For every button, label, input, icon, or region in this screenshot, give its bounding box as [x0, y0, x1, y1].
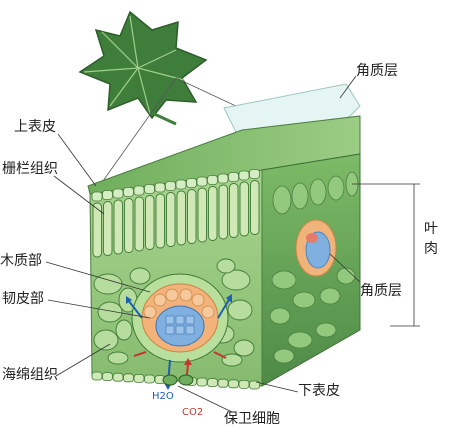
epidermis-cell: [217, 173, 229, 184]
epidermis-cell: [186, 178, 197, 188]
label-spongy: 海绵组织: [2, 367, 58, 383]
epidermis-cell: [196, 176, 208, 187]
cuticle-top-sheet: [223, 83, 361, 137]
label-palisade: 栅栏组织: [2, 161, 58, 177]
lower-epidermis-cell: [196, 377, 208, 387]
label-xylem: 木质部: [0, 253, 42, 269]
lower-epidermis-cell: [249, 380, 260, 390]
palisade-cell: [113, 199, 123, 255]
lower-epidermis-cells[interactable]: [91, 371, 260, 390]
palisade-cell: [218, 184, 228, 240]
palisade-cell: [166, 192, 176, 247]
epidermis-cell: [154, 182, 166, 193]
label-upper-epidermis: 上表皮: [14, 119, 56, 135]
lower-epidermis-cell: [102, 372, 113, 382]
palisade-cell: [145, 195, 155, 250]
palisade-cell: [197, 187, 207, 243]
leader-lines: [45, 75, 420, 413]
lower-epidermis-cell: [133, 373, 145, 383]
lower-epidermis-cell: [91, 371, 103, 381]
palisade-cell: [134, 196, 144, 252]
epidermis-cell: [165, 181, 176, 191]
epidermis-cell: [102, 190, 113, 200]
palisade-cell: [92, 202, 102, 258]
epidermis-cell: [112, 188, 124, 199]
lower-epidermis-cell: [123, 373, 134, 383]
label-water: H2O: [152, 391, 174, 402]
epidermis-cell: [228, 172, 239, 182]
upper-epidermis-cells[interactable]: [91, 169, 260, 202]
epidermis-cell: [207, 175, 218, 185]
epidermis-cell: [91, 191, 103, 202]
spongy-cells[interactable]: [93, 258, 255, 367]
palisade-cell: [208, 186, 218, 241]
label-mesophyll-2: 肉: [424, 241, 438, 257]
lower-epidermis-cell: [217, 378, 229, 388]
lower-epidermis-cell: [238, 379, 250, 389]
palisade-cell: [124, 198, 134, 253]
palisade-cells[interactable]: [92, 180, 260, 258]
side-vein: [295, 219, 337, 277]
label-mesophyll-1: 叶: [424, 221, 438, 237]
vascular-bundle[interactable]: [131, 273, 229, 363]
epidermis-cell: [144, 184, 155, 194]
epidermis-cell: [249, 169, 260, 179]
lower-epidermis-cell: [207, 378, 218, 388]
lower-epidermis-cell: [144, 374, 155, 384]
palisade-cell: [155, 193, 165, 249]
epidermis-cell: [175, 179, 187, 190]
palisade-cell: [229, 183, 239, 238]
label-cuticle-top: 角质层: [356, 63, 398, 79]
leaf-icon: [78, 10, 208, 126]
lower-epidermis-cell: [112, 372, 124, 382]
epidermis-cell: [123, 187, 134, 197]
label-co2: CO2: [182, 407, 204, 418]
side-face-cells: [269, 171, 359, 364]
palisade-cell: [187, 189, 197, 244]
label-phloem: 韧皮部: [2, 291, 44, 307]
palisade-cell: [250, 180, 260, 235]
epidermis-cell: [133, 185, 145, 196]
lower-epidermis-cell: [228, 379, 239, 389]
palisade-cell: [103, 201, 113, 256]
label-guard-cells: 保卫细胞: [224, 411, 280, 427]
epidermis-cell: [238, 170, 250, 181]
palisade-cell: [239, 181, 249, 237]
guard-cells[interactable]: [162, 374, 194, 386]
label-lower-epidermis: 下表皮: [298, 383, 340, 399]
label-cuticle-side: 角质层: [360, 283, 402, 299]
palisade-cell: [176, 190, 186, 246]
